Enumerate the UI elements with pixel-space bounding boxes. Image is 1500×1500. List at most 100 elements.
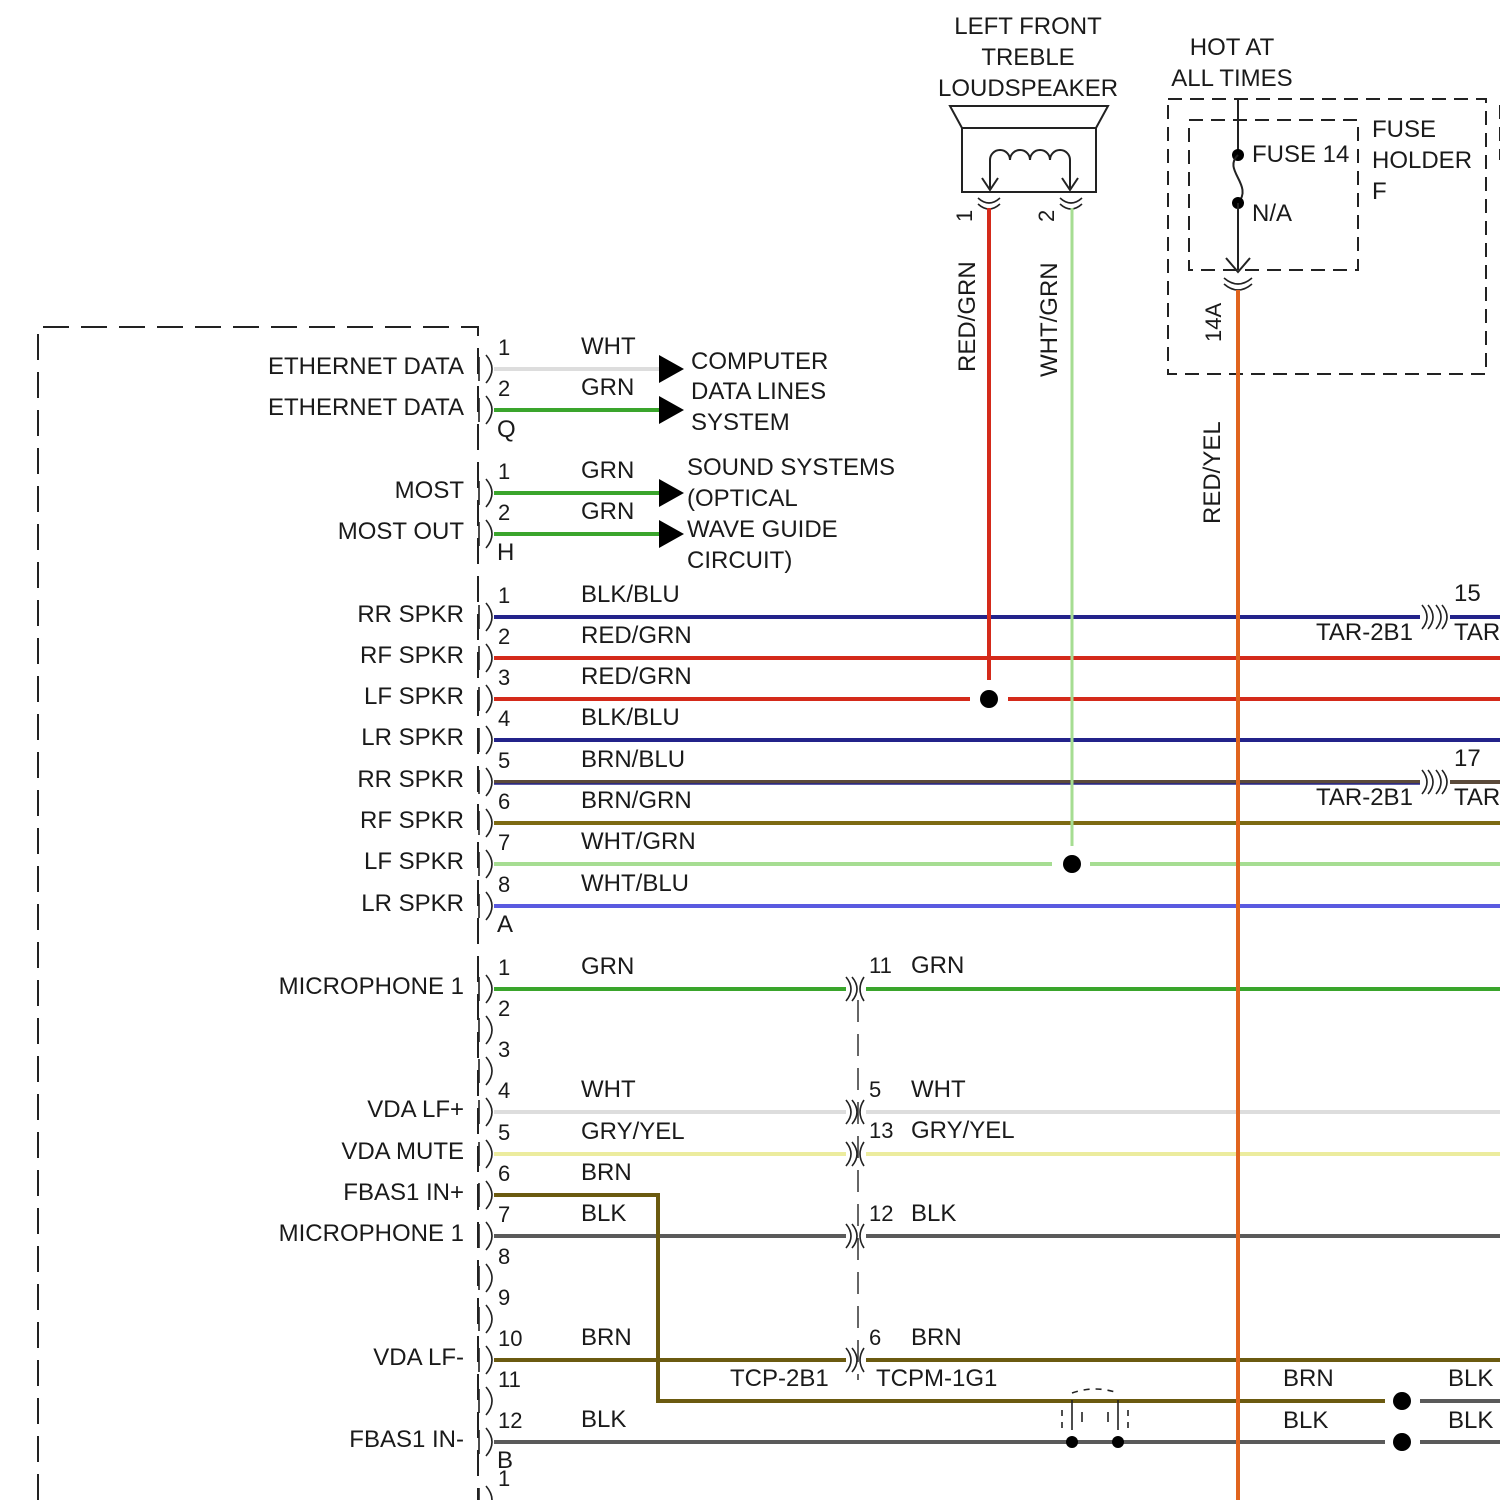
module-wire-color: BRN/GRN (581, 787, 692, 814)
inline-color-gry-yel: GRY/YEL (911, 1117, 1015, 1144)
pin-bracket (486, 1486, 492, 1500)
pin-bracket (486, 1098, 492, 1126)
module-pin-number: 7 (498, 1202, 510, 1227)
destination-arrows (659, 355, 684, 548)
fuse-icon (1233, 155, 1242, 203)
module-wire-color: BLK/BLU (581, 581, 680, 608)
tcp-connector-pin (860, 1142, 864, 1166)
speaker-wire-2-label: WHT/GRN (1036, 262, 1063, 377)
module-wire-color: WHT/GRN (581, 828, 696, 855)
inline-pin-5: 5 (869, 1077, 881, 1102)
pin-bracket (486, 1140, 492, 1168)
tcpm-1g1-label: TCPM-1G1 (876, 1365, 997, 1392)
inline-pin-6: 6 (869, 1325, 881, 1350)
inline-color-wht: WHT (911, 1076, 966, 1103)
module-wires (494, 369, 1500, 1442)
pin-bracket (486, 396, 492, 424)
inline-color-grn: GRN (911, 952, 964, 979)
module-pin-label: MICROPHONE 1 (279, 973, 464, 1000)
module-wire-color: GRN (581, 457, 634, 484)
hot-at-line-2: ALL TIMES (1171, 65, 1292, 92)
speaker-title-1: LEFT FRONT (954, 13, 1102, 40)
fuse-holder-f: HOT AT ALL TIMES FUSE HOLDER F FUSE 14 N… (1168, 34, 1500, 524)
module-wire-color: GRN (581, 498, 634, 525)
tar-pin-17: 17 (1454, 745, 1481, 772)
module-pin-number: 6 (498, 1161, 510, 1186)
module-pin-number: 11 (498, 1367, 521, 1392)
module-pin-number: 1 (498, 459, 510, 484)
sound-systems-line-4: CIRCUIT) (687, 547, 792, 574)
module-wire-color: GRN (581, 953, 634, 980)
module-pin-number: 4 (498, 706, 510, 731)
module-pin-number: 1 (498, 583, 510, 608)
module-pin-number: 3 (498, 665, 510, 690)
module-pin-number: 2 (498, 624, 510, 649)
pin-bracket (486, 1346, 492, 1374)
computer-data-line-3: SYSTEM (691, 409, 790, 436)
module-wire-color: GRY/YEL (581, 1118, 685, 1145)
module-pin-number: 2 (498, 376, 510, 401)
fuse-holder-line-3: F (1372, 178, 1387, 205)
module-pin-label: VDA MUTE (341, 1138, 464, 1165)
speaker-wire-1-label: RED/GRN (954, 261, 981, 372)
tar-2b1-label-upper: TAR-2B1 (1316, 619, 1413, 646)
sound-systems-line-1: SOUND SYSTEMS (687, 454, 895, 481)
splice-dot-brn-blk (1393, 1392, 1411, 1410)
pin-bracket (486, 975, 492, 1003)
pin-bracket (486, 644, 492, 672)
module-wire-color: BLK (581, 1200, 626, 1227)
right-label-blk-upper: BLK (1448, 1365, 1493, 1392)
tar-label-upper: TAR (1454, 619, 1500, 646)
tcp-connector-pin (860, 977, 864, 1001)
right-label-brn: BRN (1283, 1365, 1334, 1392)
computer-data-line-1: COMPUTER (691, 348, 828, 375)
tar-connector-15 (1422, 605, 1447, 629)
pin-bracket (486, 355, 492, 383)
tar-connector-17 (1422, 770, 1447, 794)
inline-color-brn: BRN (911, 1324, 962, 1351)
sound-systems-line-3: WAVE GUIDE (687, 516, 838, 543)
module-pin-label: FBAS1 IN+ (343, 1179, 464, 1206)
module-pin-number: 4 (498, 1078, 510, 1103)
speaker-pin-1: 1 (952, 210, 977, 222)
module-pin-label: RR SPKR (357, 766, 464, 793)
pin-bracket (486, 892, 492, 920)
module-pin-number: 8 (498, 872, 510, 897)
connector-a-label: A (497, 911, 513, 938)
left-front-treble-loudspeaker: LEFT FRONT TREBLE LOUDSPEAKER 1 2 RED/GR… (938, 13, 1118, 377)
tar-2b1-label-lower: TAR-2B1 (1316, 784, 1413, 811)
module-pin-label: RF SPKR (360, 807, 464, 834)
module-wire-color: WHT (581, 333, 636, 360)
splice-dot-blk (1393, 1433, 1411, 1451)
module-pin-label: RF SPKR (360, 642, 464, 669)
tcp-connector-pin (846, 1142, 857, 1166)
module-wire-color: WHT/BLU (581, 870, 689, 897)
speaker-title-2: TREBLE (981, 44, 1074, 71)
module-pin-number: 10 (498, 1326, 522, 1351)
module-pin-number: 6 (498, 789, 510, 814)
tcp-connector-pin (860, 1224, 864, 1248)
pin-bracket (486, 1305, 492, 1333)
arrow-icon (659, 396, 684, 424)
pin-bracket (486, 1387, 492, 1415)
pin-bracket (486, 520, 492, 548)
module-wire-color: RED/GRN (581, 622, 692, 649)
pin-bracket (486, 1057, 492, 1085)
shield-dot-left (1066, 1436, 1078, 1448)
pin-bracket (486, 603, 492, 631)
arrow-icon (659, 479, 684, 507)
sound-systems-line-2: (OPTICAL (687, 485, 798, 512)
inline-pin-11: 11 (869, 953, 892, 978)
module-pin-number: 2 (498, 996, 510, 1021)
right-label-blk-lower-left: BLK (1283, 1407, 1328, 1434)
tcp-connector-pin (846, 977, 857, 1001)
module-pin-number: 3 (498, 1037, 510, 1062)
connector-q-label: Q (497, 416, 516, 443)
module-pin-number: 5 (498, 748, 510, 773)
fuse-holder-line-2: HOLDER (1372, 147, 1472, 174)
module-wire-color: GRN (581, 374, 634, 401)
module-pin-number: 1 (498, 1466, 510, 1491)
module-pin-label: FBAS1 IN- (349, 1426, 464, 1453)
module-pin-number: 2 (498, 500, 510, 525)
